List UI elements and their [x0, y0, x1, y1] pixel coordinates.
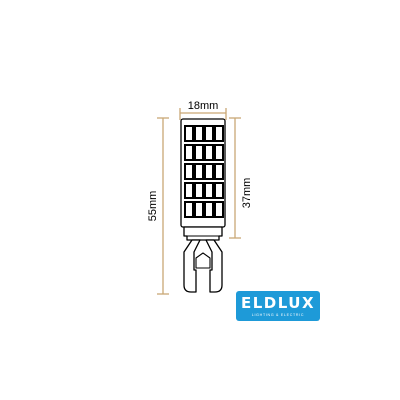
- led-chip: [194, 144, 204, 161]
- brand-badge: [236, 291, 320, 321]
- led-chip: [204, 182, 214, 199]
- led-chip: [204, 163, 214, 180]
- led-grid: [184, 125, 224, 218]
- body-height-dimension: 37mm: [229, 117, 253, 239]
- led-chip: [184, 182, 194, 199]
- led-chip: [194, 125, 204, 142]
- led-chip: [214, 163, 224, 180]
- led-chip: [214, 125, 224, 142]
- led-chip: [184, 163, 194, 180]
- led-chip: [194, 163, 204, 180]
- bulb-neck: [183, 226, 223, 241]
- led-chip: [194, 182, 204, 199]
- pin-bridge: [195, 252, 211, 269]
- width-dimension: 18mm: [179, 100, 227, 120]
- brand-tagline: LIGHTING & ELECTRIC: [252, 313, 304, 317]
- led-chip: [184, 201, 194, 218]
- body-height-label: 37mm: [241, 178, 253, 209]
- led-chip: [204, 201, 214, 218]
- led-chip: [194, 201, 204, 218]
- led-chip: [184, 144, 194, 161]
- led-chip: [214, 144, 224, 161]
- led-chip: [214, 201, 224, 218]
- led-chip: [214, 182, 224, 199]
- g9-pin-right: [205, 239, 223, 293]
- led-chip: [204, 144, 214, 161]
- g9-bulb: [180, 118, 226, 293]
- g9-pin-left: [183, 239, 201, 293]
- led-chip: [204, 125, 214, 142]
- total-height-label: 55mm: [147, 191, 159, 222]
- brand-logo: ELDLUX LIGHTING & ELECTRIC: [236, 291, 320, 321]
- total-height-dimension: 55mm: [147, 117, 169, 295]
- width-label: 18mm: [188, 100, 219, 112]
- led-chip: [184, 125, 194, 142]
- brand-name: ELDLUX: [241, 294, 315, 312]
